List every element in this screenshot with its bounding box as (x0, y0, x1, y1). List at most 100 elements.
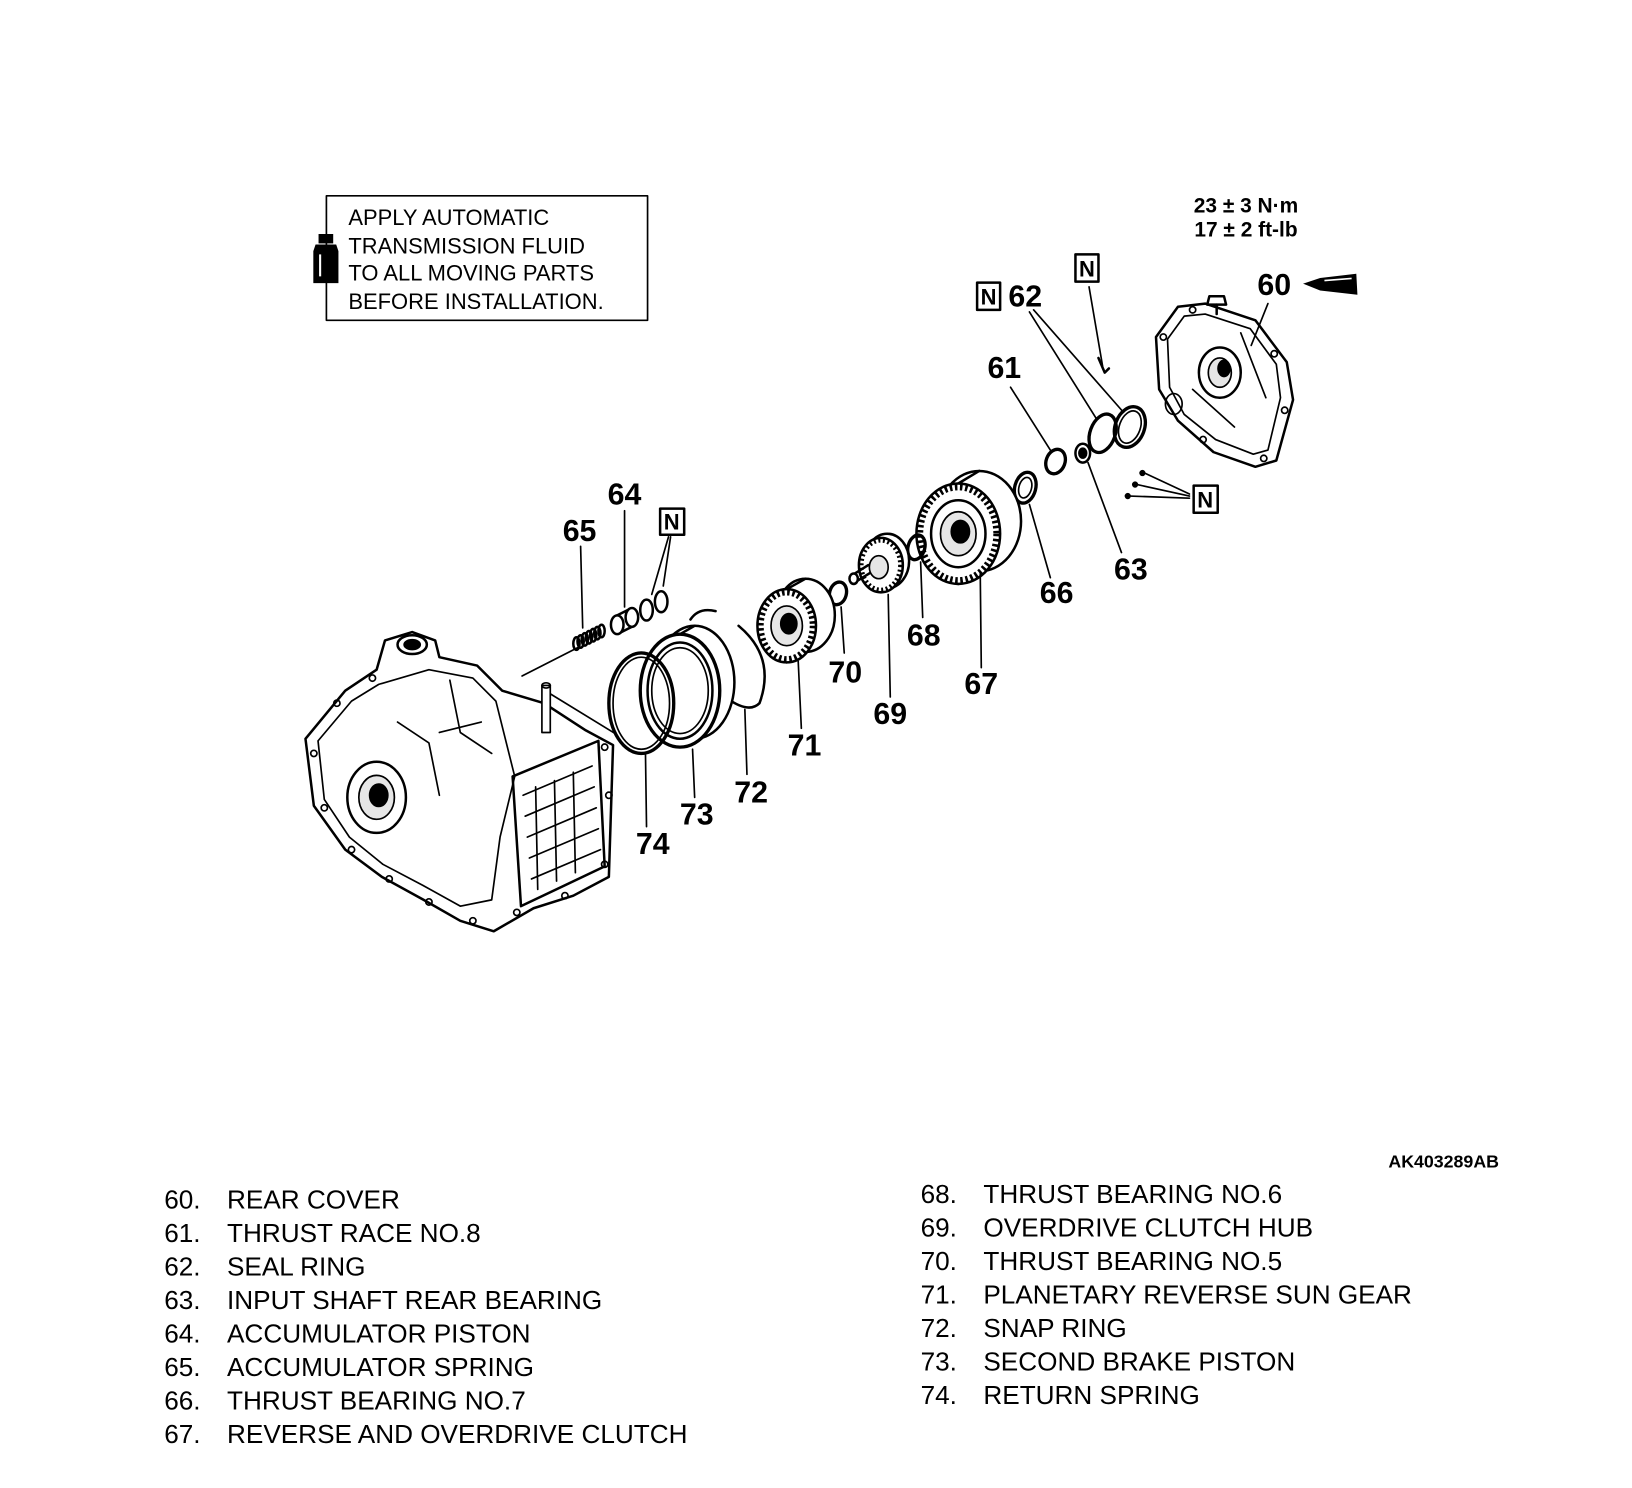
legend-number: 62. (164, 1251, 200, 1281)
leader-n-o-ring-b (662, 536, 672, 587)
legend-number: 72. (921, 1313, 957, 1343)
new-part-n-icon: N (975, 281, 1002, 312)
callout-60: 60 (1257, 269, 1291, 302)
legend-name: ACCUMULATOR PISTON (227, 1318, 531, 1348)
callout-73: 73 (680, 799, 714, 832)
legend-name: ACCUMULATOR SPRING (227, 1352, 534, 1382)
leader-63 (1087, 461, 1123, 554)
legend-name: RETURN SPRING (983, 1380, 1199, 1410)
legend-number: 64. (164, 1318, 200, 1348)
legend-name: THRUST BEARING NO.7 (227, 1385, 526, 1415)
svg-text:N: N (1079, 256, 1095, 281)
part-68-thrust-bearing (906, 533, 927, 562)
note-line-1: APPLY AUTOMATIC (348, 205, 549, 230)
legend-name: OVERDRIVE CLUTCH HUB (983, 1213, 1313, 1243)
leader-69 (887, 593, 892, 698)
torque-metric: 23 ± 3 N·m (1194, 195, 1298, 218)
transmission-case (304, 630, 615, 933)
legend-number: 60. (164, 1184, 200, 1214)
torque-spec: 23 ± 3 N·m 17 ± 2 ft-lb (1194, 195, 1298, 242)
part-72-snap-ring (689, 608, 766, 709)
leader-68 (919, 561, 924, 619)
torque-imperial: 17 ± 2 ft-lb (1194, 219, 1297, 242)
callout-69: 69 (873, 698, 907, 731)
leader-61 (1009, 386, 1052, 451)
new-part-n-icon: N (1192, 484, 1219, 515)
legend-name: SECOND BRAKE PISTON (983, 1347, 1295, 1377)
new-part-n-icon: N (1074, 253, 1100, 283)
callout-68: 68 (907, 620, 941, 653)
new-part-n-icon: N (658, 507, 686, 537)
legend-number: 71. (921, 1280, 957, 1310)
part-60-rear-cover (1154, 302, 1295, 469)
legend-number: 73. (921, 1347, 957, 1377)
leader-70 (840, 606, 846, 654)
legend-number: 67. (164, 1419, 200, 1449)
legend-number: 68. (921, 1179, 957, 1209)
svg-text:N: N (664, 510, 680, 535)
figure-code: AK403289AB (1388, 1152, 1499, 1172)
legend-name: THRUST BEARING NO.5 (983, 1246, 1282, 1276)
leader-60 (1250, 302, 1269, 347)
callout-72: 72 (734, 777, 768, 810)
leader-65 (579, 545, 584, 629)
callout-71: 71 (788, 730, 822, 763)
legend-number: 63. (164, 1285, 200, 1315)
legend-name: THRUST BEARING NO.6 (983, 1179, 1282, 1209)
part-65-accumulator-spring (572, 623, 606, 652)
leader-67 (979, 572, 983, 669)
callout-65: 65 (563, 515, 597, 548)
legend-name: SEAL RING (227, 1251, 365, 1281)
leader-n-o-ring-a (650, 536, 670, 596)
callout-62: 62 (1008, 281, 1042, 314)
legend-number: 61. (164, 1218, 200, 1248)
leader-71 (797, 660, 803, 730)
svg-text:N: N (981, 285, 997, 310)
leader-62a (1028, 311, 1098, 420)
part-61-thrust-race (1044, 447, 1068, 476)
part-74-return-spring (607, 651, 676, 756)
legend-column-right: 68. THRUST BEARING NO.6 69. OVERDRIVE CL… (921, 1179, 1412, 1410)
callout-64: 64 (608, 478, 642, 511)
part-70-thrust-bearing (827, 580, 849, 607)
note-frame (325, 194, 649, 322)
part-67-reverse-overdrive-clutch (915, 469, 1023, 586)
note-line-2: TRANSMISSION FLUID (348, 233, 585, 258)
leader-73 (691, 748, 696, 799)
legend-number: 74. (921, 1380, 957, 1410)
legend-name: REAR COVER (227, 1184, 400, 1214)
note-line-3: TO ALL MOVING PARTS (348, 261, 594, 286)
accumulator-o-rings (638, 590, 669, 622)
fluid-bottle-icon (313, 233, 339, 284)
legend-name: THRUST RACE NO.8 (227, 1218, 481, 1248)
installation-guide-lines (521, 646, 616, 735)
leader-74 (644, 752, 648, 828)
part-64-accumulator-piston (609, 606, 640, 636)
parts-legend: 60. REAR COVER 61. THRUST RACE NO.8 62. … (164, 1179, 1412, 1449)
callout-63: 63 (1114, 554, 1148, 587)
legend-number: 65. (164, 1352, 200, 1382)
legend-column-left: 60. REAR COVER 61. THRUST RACE NO.8 62. … (164, 1184, 687, 1448)
legend-name: PLANETARY REVERSE SUN GEAR (983, 1280, 1412, 1310)
part-71-planetary-reverse-sun-gear (756, 577, 837, 664)
part-66-thrust-bearing (1012, 470, 1038, 505)
part-63-input-shaft-rear-bearing (1074, 442, 1092, 464)
legend-number: 70. (921, 1246, 957, 1276)
sealant-tube-icon (1303, 273, 1358, 295)
callout-66: 66 (1040, 577, 1074, 610)
legend-number: 69. (921, 1213, 957, 1243)
leader-62b (1032, 309, 1125, 414)
legend-name: INPUT SHAFT REAR BEARING (227, 1285, 602, 1315)
svg-text:N: N (1197, 488, 1213, 513)
part-73-second-brake-piston (638, 624, 736, 749)
callout-74: 74 (636, 828, 670, 861)
legend-name: SNAP RING (983, 1313, 1126, 1343)
rear-cover-bolt (1206, 294, 1228, 316)
atf-note: APPLY AUTOMATIC TRANSMISSION FLUID TO AL… (313, 194, 649, 322)
leader-66 (1028, 503, 1052, 579)
callout-67: 67 (964, 668, 998, 701)
retaining-clip (1088, 285, 1111, 374)
part-69-overdrive-clutch-hub (848, 532, 911, 594)
callout-70: 70 (828, 656, 862, 689)
